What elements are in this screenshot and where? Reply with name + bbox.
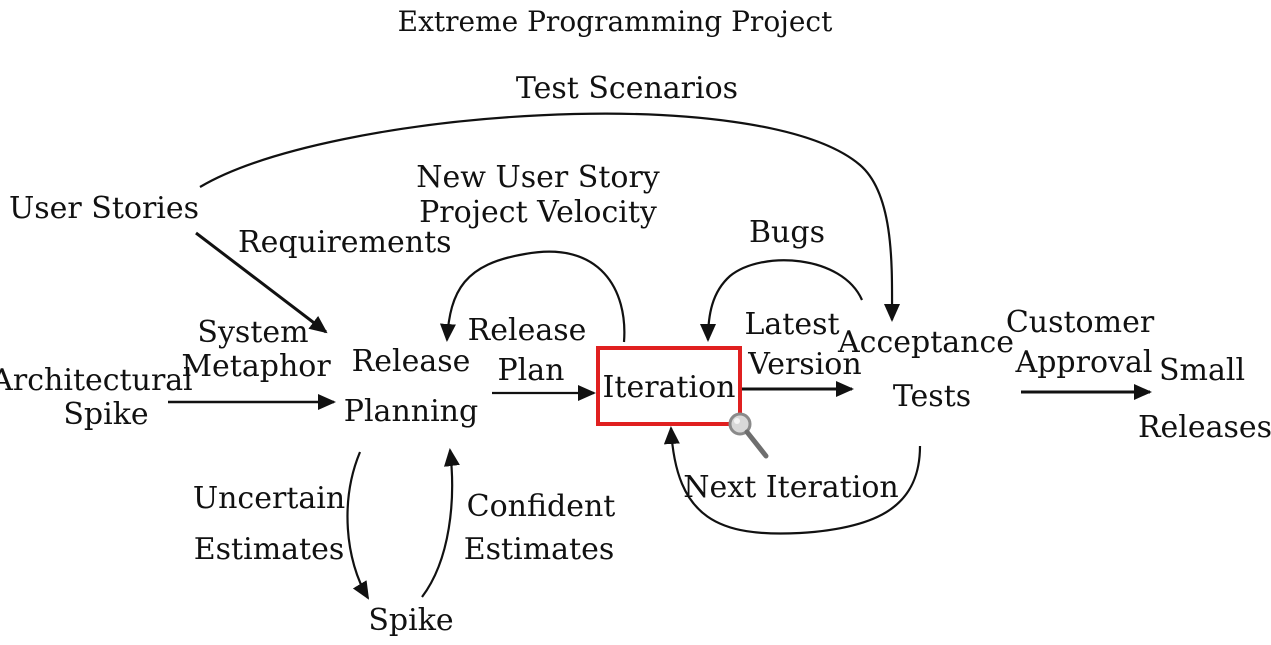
- edge-new-user-story: [439, 250, 626, 343]
- edge-bugs: [700, 259, 864, 342]
- node-iteration[interactable]: Iteration: [602, 370, 736, 405]
- node-planning: Planning: [343, 394, 479, 429]
- node-architectural: Architectural: [0, 363, 193, 398]
- edge-label-uncertain: Uncertain: [192, 481, 346, 516]
- node-small: Small: [1158, 353, 1246, 388]
- node-spike: Spike: [368, 603, 454, 638]
- magnifier-icon[interactable]: [726, 408, 770, 460]
- node-user-stories: User Stories: [8, 191, 200, 226]
- node-spike-arch: Spike: [63, 397, 149, 432]
- diagram-title: Extreme Programming Project: [397, 5, 833, 38]
- edge-label-requirements: Requirements: [238, 225, 452, 260]
- edge-label-bugs: Bugs: [749, 215, 825, 250]
- edge-label-system: System: [197, 315, 309, 350]
- edge-label-confident-estimates: Estimates: [463, 532, 615, 567]
- edge-requirements: [195, 231, 328, 334]
- edge-confident-estimates: [421, 448, 460, 598]
- edge-next-iteration: [663, 426, 922, 535]
- edge-label-approval: Approval: [1015, 345, 1153, 380]
- edge-label-next-iteration: Next Iteration: [683, 470, 899, 505]
- edge-label-confident: Confident: [466, 489, 616, 524]
- edge-label-uncertain-estimates: Estimates: [193, 532, 345, 567]
- edge-label-metaphor: Metaphor: [181, 349, 331, 384]
- edge-label-release: Release: [467, 313, 587, 348]
- node-tests: Tests: [892, 379, 972, 414]
- node-acceptance: Acceptance: [837, 325, 1015, 360]
- edge-uncertain-estimates: [346, 451, 370, 600]
- edge-label-customer: Customer: [1005, 305, 1155, 340]
- edge-test-scenarios: [199, 112, 901, 322]
- iteration-highlight-box[interactable]: [596, 346, 742, 426]
- edge-label-latest: Latest: [744, 307, 840, 342]
- edge-label-project-velocity: Project Velocity: [419, 195, 657, 230]
- edge-label-version: Version: [748, 347, 862, 382]
- node-release: Release: [351, 344, 471, 379]
- node-releases: Releases: [1137, 410, 1271, 445]
- edge-label-test-scenarios: Test Scenarios: [515, 71, 739, 106]
- edge-label-plan: Plan: [497, 353, 565, 388]
- edge-label-new-user-story: New User Story: [416, 160, 660, 195]
